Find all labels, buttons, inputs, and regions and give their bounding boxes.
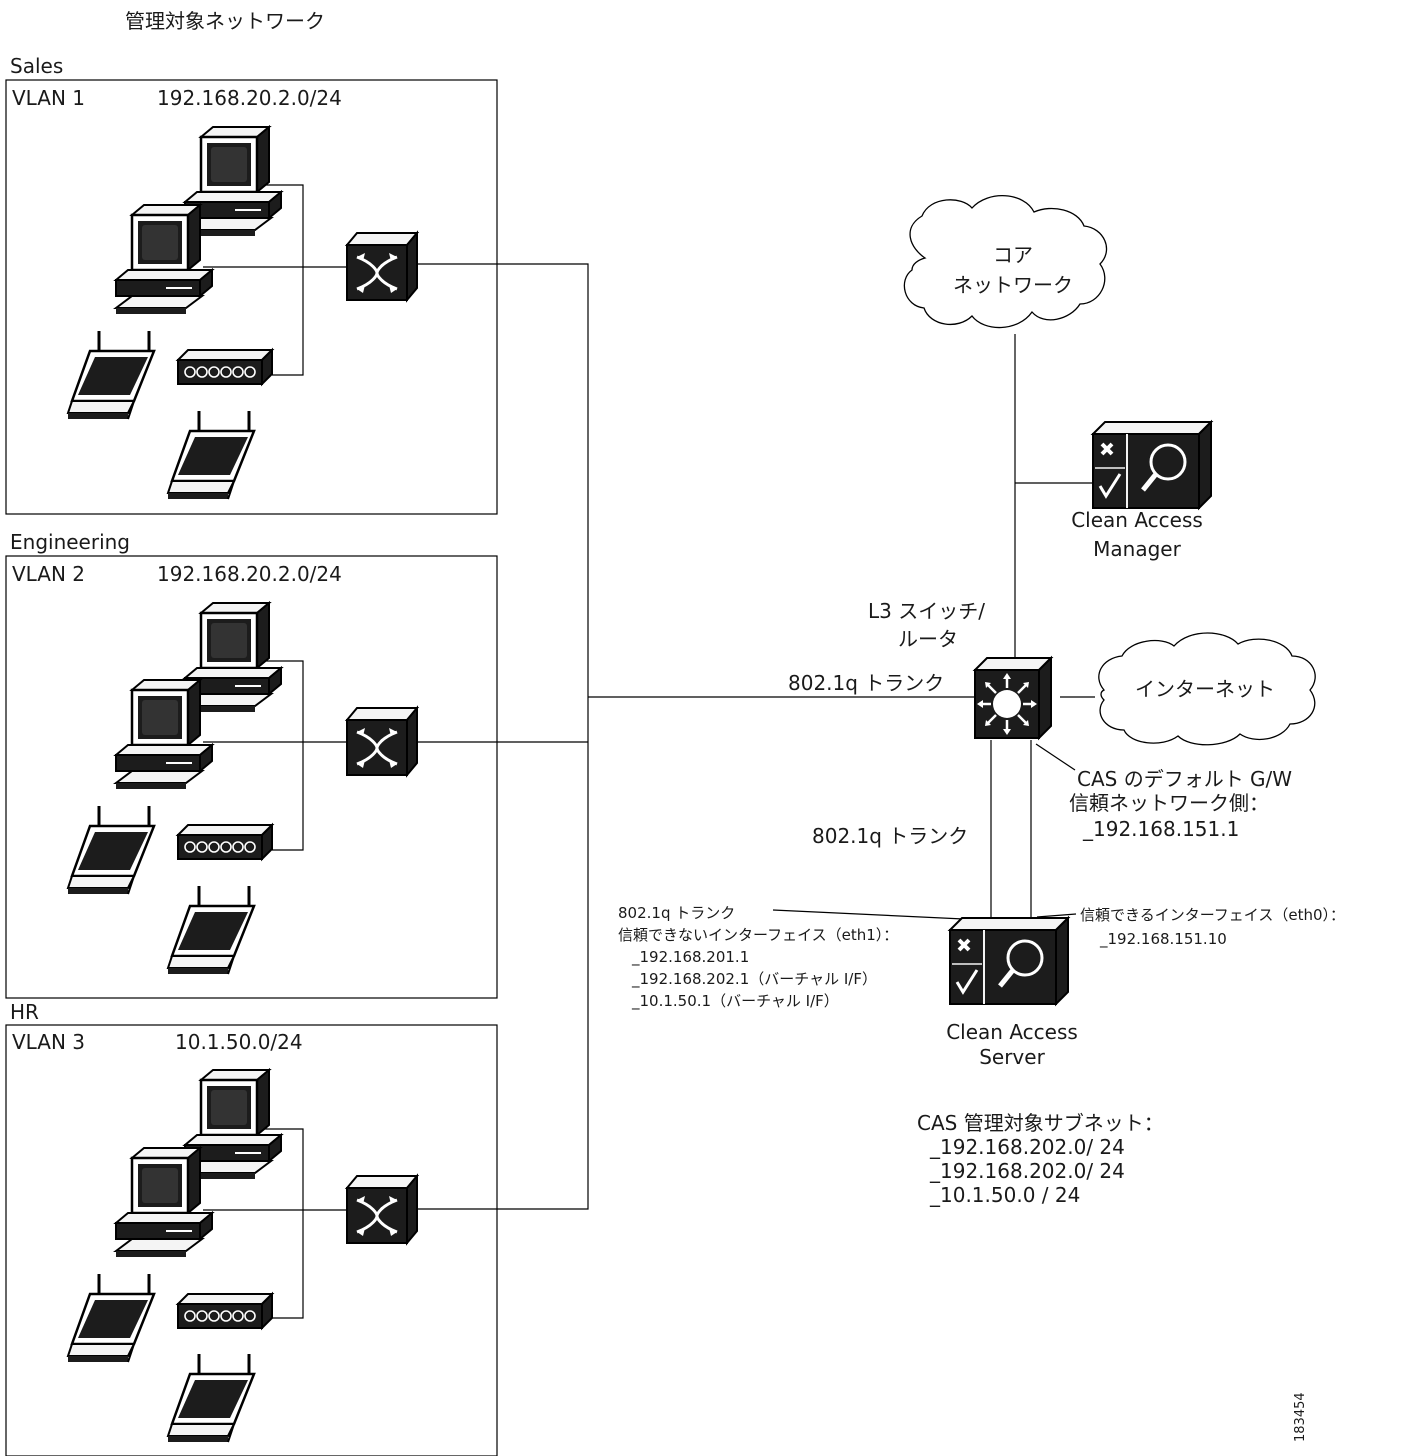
core-cloud-line2: ネットワーク — [953, 273, 1073, 297]
wireless-laptop-icon — [166, 409, 256, 501]
vlan-id-engineering: VLAN 2 — [12, 562, 85, 586]
core-network-cloud: コア ネットワーク — [903, 195, 1108, 329]
untrusted-line5: _10.1.50.1（バーチャル I/F） — [631, 992, 839, 1011]
managed-subnets-title: CAS 管理対象サブネット： — [917, 1111, 1164, 1135]
vlan-subnet-hr: 10.1.50.0/24 — [175, 1030, 303, 1054]
vlan-box-hr — [5, 1024, 498, 1456]
cas-label-line1: Clean Access — [946, 1020, 1078, 1044]
trusted-line1: 信頼できるインターフェイス（eth0）： — [1080, 906, 1345, 924]
wireless-laptop-icon — [166, 884, 256, 976]
managed-subnet-item: _192.168.202.0/ 24 — [929, 1159, 1125, 1183]
l3-label-line1: L3 スイッチ/ — [868, 599, 985, 623]
vlan-box-sales — [5, 79, 498, 515]
clean-access-server-icon — [950, 918, 1068, 1004]
gateway-line2: 信頼ネットワーク側： — [1069, 791, 1269, 815]
default-gateway-note: CAS のデフォルト G/W 信頼ネットワーク側： _192.168.151.1 — [1069, 767, 1292, 841]
cam-label-line1: Clean Access — [1071, 508, 1203, 532]
internet-cloud-label: インターネット — [1135, 677, 1275, 701]
untrusted-line3: _192.168.201.1 — [631, 948, 749, 967]
l3-label-line2: ルータ — [898, 627, 958, 651]
desktop-computer-icon — [114, 678, 214, 791]
untrusted-line2: 信頼できないインターフェイス（eth1）： — [618, 926, 898, 944]
trunk-label-vertical: 802.1q トランク — [812, 824, 968, 848]
wireless-laptop-icon — [66, 329, 156, 421]
vlan-id-sales: VLAN 1 — [12, 86, 85, 110]
vlan-group-engineering: Engineering VLAN 2 192.168.20.2.0/24 — [5, 530, 498, 999]
cas-label-line2: Server — [979, 1045, 1045, 1069]
group-label-sales: Sales — [10, 54, 63, 78]
gateway-line3: _192.168.151.1 — [1082, 817, 1239, 841]
vlan-subnet-sales: 192.168.20.2.0/24 — [157, 86, 342, 110]
cas-managed-subnets: CAS 管理対象サブネット： _192.168.202.0/ 24 _192.1… — [917, 1111, 1164, 1207]
vlan-group-sales: Sales VLAN 1 192.168.20.2.0/24 — [5, 54, 498, 515]
diagram-title: 管理対象ネットワーク — [125, 9, 325, 33]
gateway-line1: CAS のデフォルト G/W — [1077, 767, 1292, 791]
clean-access-manager-icon — [1093, 422, 1211, 508]
internet-cloud: インターネット — [1098, 632, 1316, 746]
access-point-icon — [177, 1293, 273, 1329]
backbone-links — [418, 263, 1095, 1210]
desktop-computer-icon — [114, 203, 214, 316]
managed-subnet-item: _192.168.202.0/ 24 — [929, 1135, 1125, 1159]
vlan-subnet-engineering: 192.168.20.2.0/24 — [157, 562, 342, 586]
untrusted-line4: _192.168.202.1（バーチャル I/F） — [631, 970, 877, 989]
trunk-label-horizontal: 802.1q トランク — [788, 671, 944, 695]
core-cloud-line1: コア — [993, 243, 1033, 267]
vlan-links-hr — [203, 1128, 350, 1319]
trusted-line2: _192.168.151.10 — [1099, 930, 1227, 949]
workgroup-switch-icon — [345, 231, 419, 302]
cam-label-line2: Manager — [1093, 537, 1181, 561]
untrusted-line1: 802.1q トランク — [618, 904, 735, 922]
managed-subnet-item: _10.1.50.0 / 24 — [929, 1183, 1080, 1207]
access-point-icon — [177, 349, 273, 385]
untrusted-interface-note: 802.1q トランク 信頼できないインターフェイス（eth1）： _192.1… — [618, 904, 898, 1011]
workgroup-switch-icon — [345, 706, 419, 777]
desktop-computer-icon — [114, 1146, 214, 1259]
wireless-laptop-icon — [66, 1272, 156, 1364]
figure-number: 183454 — [1293, 1392, 1308, 1442]
vlan-id-hr: VLAN 3 — [12, 1030, 85, 1054]
wireless-laptop-icon — [166, 1352, 256, 1444]
vlan-group-hr: HR VLAN 3 10.1.50.0/24 — [5, 1000, 498, 1456]
vlan-links-sales — [203, 184, 350, 376]
access-point-icon — [177, 824, 273, 860]
l3-switch-router-icon — [973, 656, 1053, 740]
wireless-laptop-icon — [66, 804, 156, 896]
trusted-interface-note: 信頼できるインターフェイス（eth0）： _192.168.151.10 — [1080, 906, 1345, 949]
group-label-engineering: Engineering — [10, 530, 130, 554]
workgroup-switch-icon — [345, 1174, 419, 1245]
vlan-links-engineering — [203, 660, 350, 851]
group-label-hr: HR — [10, 1000, 39, 1024]
vlan-box-engineering — [5, 555, 498, 999]
